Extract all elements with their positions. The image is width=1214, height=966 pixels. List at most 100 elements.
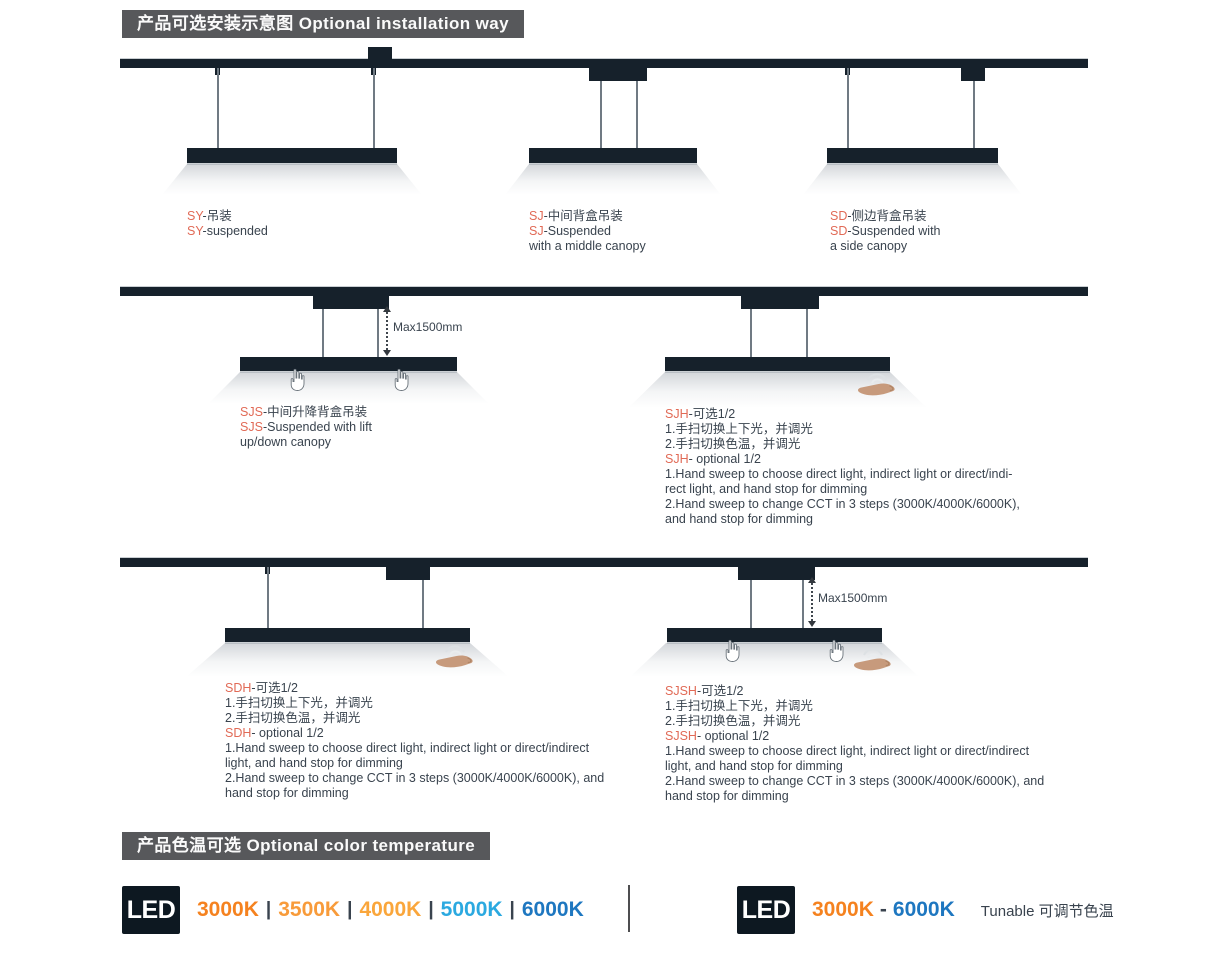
- cct-option: 3000K: [197, 898, 259, 921]
- label-text: 1.Hand sweep to choose direct light, ind…: [665, 744, 1030, 758]
- tunable-cct-row: LED 3000K - 6000K Tunable 可调节色温: [737, 886, 1114, 934]
- label-text: 2.手扫切换色温，并调光: [665, 714, 801, 728]
- label-text: with a middle canopy: [529, 239, 646, 253]
- suspension-wire: [750, 580, 752, 628]
- label-line: 1.Hand sweep to choose direct light, ind…: [665, 744, 1044, 759]
- light-fixture: [827, 148, 998, 165]
- label-line: SJH- optional 1/2: [665, 452, 1020, 467]
- label-text: light, and hand stop for dimming: [665, 759, 843, 773]
- label-text: hand stop for dimming: [225, 786, 349, 800]
- model-code: SJS: [240, 420, 263, 434]
- label-text: -Suspended: [543, 224, 612, 238]
- model-code: SJSH: [665, 729, 697, 743]
- label-line: 2.Hand sweep to change CCT in 3 steps (3…: [665, 497, 1020, 512]
- fixed-cct-row: LED 3000K|3500K|4000K|5000K|6000K: [122, 886, 584, 934]
- label-text: -可选1/2: [688, 407, 736, 421]
- model-code: SY: [187, 209, 203, 223]
- cct-separator: |: [265, 899, 272, 920]
- label-text: - optional 1/2: [688, 452, 761, 466]
- cct-option: 3500K: [278, 898, 341, 921]
- label-text: and hand stop for dimming: [665, 512, 814, 526]
- label-line: 1.Hand sweep to choose direct light, ind…: [225, 741, 604, 756]
- label-line: hand stop for dimming: [665, 789, 1044, 804]
- model-code: SJS: [240, 405, 263, 419]
- label-line: light, and hand stop for dimming: [665, 759, 1044, 774]
- arrow-up-icon: [808, 577, 816, 583]
- suspension-wire: [377, 309, 379, 357]
- suspension-wire: [322, 309, 324, 357]
- label-line: SJSH- optional 1/2: [665, 729, 1044, 744]
- arrow-down-icon: [808, 621, 816, 627]
- suspension-wire: [373, 68, 375, 148]
- label-line: 1.手扫切换上下光，并调光: [665, 422, 1020, 437]
- model-code: SD: [830, 209, 848, 223]
- lift-canopy-box: [313, 296, 389, 309]
- label-line: 2.手扫切换色温，并调光: [225, 711, 604, 726]
- model-code: SY: [187, 224, 203, 238]
- label-text: hand stop for dimming: [665, 789, 789, 803]
- label-text: 2.手扫切换色温，并调光: [665, 437, 801, 451]
- ceiling-track: [120, 558, 1088, 567]
- tunable-note: Tunable 可调节色温: [980, 902, 1114, 920]
- side-canopy-box: [961, 68, 985, 81]
- max-height-label: Max1500mm: [393, 320, 463, 334]
- ceiling-track: [120, 287, 1088, 296]
- light-fixture: [225, 628, 470, 644]
- power-feed-box: [368, 47, 392, 59]
- label-line: 1.手扫切换上下光，并调光: [665, 699, 1044, 714]
- label-line: SY-吊装: [187, 209, 268, 224]
- cct-separator: |: [347, 899, 353, 920]
- label-text: rect light, and hand stop for dimming: [665, 482, 868, 496]
- label-line: SJS-Suspended with lift: [240, 420, 372, 435]
- label-text: 2.Hand sweep to change CCT in 3 steps (3…: [665, 774, 1045, 788]
- label-line: 2.手扫切换色温，并调光: [665, 437, 1020, 452]
- tunable-cct-range: 3000K - 6000K: [812, 898, 955, 922]
- suspension-wire: [422, 580, 424, 628]
- middle-canopy-box: [738, 567, 815, 580]
- hand-up-icon: [290, 368, 305, 391]
- label-line: with a middle canopy: [529, 239, 646, 254]
- cct-range-start: 3000K: [812, 898, 874, 921]
- model-code: SD: [830, 224, 848, 238]
- label-line: 2.Hand sweep to change CCT in 3 steps (3…: [665, 774, 1044, 789]
- label-text: -吊装: [202, 209, 232, 223]
- cct-separator: |: [428, 899, 434, 920]
- label-text: - optional 1/2: [696, 729, 770, 743]
- label-text: light, and hand stop for dimming: [225, 756, 403, 770]
- label-text: 2.Hand sweep to change CCT in 3 steps (3…: [225, 771, 605, 785]
- model-code: SJH: [665, 452, 689, 466]
- label-line: SDH- optional 1/2: [225, 726, 604, 741]
- light-fixture: [529, 148, 697, 165]
- hand-sweep-icon: [857, 373, 895, 396]
- label-line: SJS-中间升降背盒吊装: [240, 405, 372, 420]
- cct-options-list: 3000K|3500K|4000K|5000K|6000K: [197, 898, 584, 922]
- label-line: 2.Hand sweep to change CCT in 3 steps (3…: [225, 771, 604, 786]
- led-badge: LED: [737, 886, 795, 934]
- light-beam: [162, 164, 422, 195]
- light-fixture: [187, 148, 397, 165]
- label-text: -Suspended with lift: [262, 420, 373, 434]
- label-line: SY-suspended: [187, 224, 268, 239]
- arrow-down-icon: [383, 350, 391, 356]
- label-line: up/down canopy: [240, 435, 372, 450]
- label-line: a side canopy: [830, 239, 941, 254]
- section-title-color-temperature: 产品色温可选 Optional color temperature: [122, 832, 491, 860]
- label-text: 1.手扫切换上下光，并调光: [225, 696, 373, 710]
- suspension-wire: [802, 580, 804, 628]
- label-text: 1.Hand sweep to choose direct light, ind…: [225, 741, 590, 755]
- label-text: - optional 1/2: [251, 726, 324, 740]
- cct-separator: |: [509, 899, 515, 920]
- model-code: SJ: [529, 224, 544, 238]
- hand-sweep-icon: [853, 648, 891, 671]
- model-code: SJSH: [665, 684, 697, 698]
- label-line: hand stop for dimming: [225, 786, 604, 801]
- label-line: and hand stop for dimming: [665, 512, 1020, 527]
- label-text: -侧边背盒吊装: [847, 209, 927, 223]
- light-fixture: [240, 357, 457, 373]
- label-text: -可选1/2: [251, 681, 298, 695]
